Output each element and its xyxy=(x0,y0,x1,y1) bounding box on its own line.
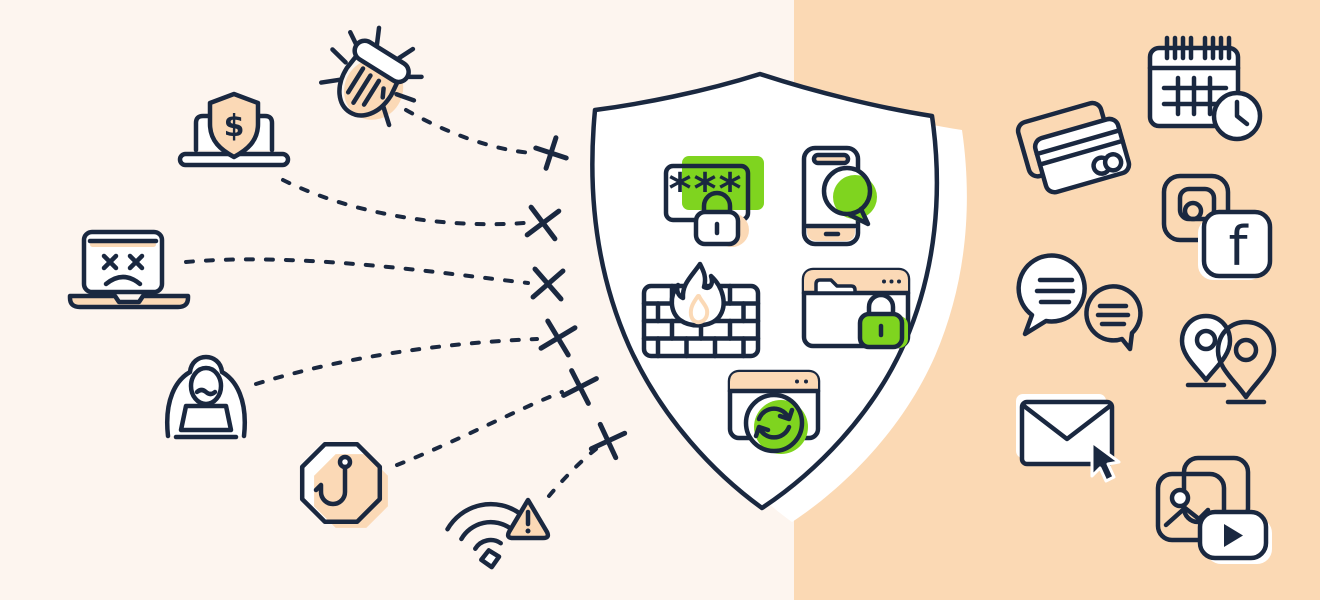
play-icon xyxy=(1224,524,1243,547)
x-mark-icon xyxy=(588,421,628,461)
dashed-line-money xyxy=(281,178,526,227)
dashed-line-bug xyxy=(404,108,534,155)
x-mark-icon xyxy=(524,204,562,242)
facebook-icon: f xyxy=(1198,209,1273,280)
credit-cards-icon xyxy=(1010,100,1136,206)
instagram-icon xyxy=(1161,173,1231,243)
dashed-line-crash xyxy=(184,257,530,285)
hacker-laptop-icon xyxy=(148,336,264,446)
wifi-warning-icon xyxy=(430,480,566,576)
laptop-dollar-shield-icon: $ xyxy=(166,86,302,186)
locked-browser-icon xyxy=(798,258,914,360)
phone-chat-icon xyxy=(790,144,882,250)
facebook-f: f xyxy=(1228,215,1249,278)
shield-icon xyxy=(565,62,1005,540)
email-cursor-icon xyxy=(1008,386,1130,488)
cursor-icon xyxy=(1090,440,1121,483)
dashed-line-wifi xyxy=(547,447,598,498)
calendar-clock-icon xyxy=(1140,30,1266,142)
dollar-sign: $ xyxy=(224,109,245,144)
x-mark-icon xyxy=(538,318,578,358)
location-pins-icon xyxy=(1170,306,1288,408)
chat-bubbles-icon xyxy=(1010,250,1156,356)
dashed-line-phishing xyxy=(395,390,564,467)
password-lock-icon: *** xyxy=(656,146,781,254)
x-mark-icon xyxy=(533,135,569,171)
bug-icon xyxy=(305,22,435,140)
crashed-laptop-icon xyxy=(60,226,200,320)
phishing-hook-stop-icon xyxy=(292,434,402,538)
firewall-icon xyxy=(638,260,764,362)
photos-video-icon xyxy=(1140,450,1276,570)
social-media-icons: f xyxy=(1156,170,1278,282)
x-mark-icon xyxy=(561,368,599,406)
software-update-icon xyxy=(722,366,828,468)
x-mark-icon xyxy=(530,266,566,302)
dashed-line-hacker xyxy=(254,337,539,386)
